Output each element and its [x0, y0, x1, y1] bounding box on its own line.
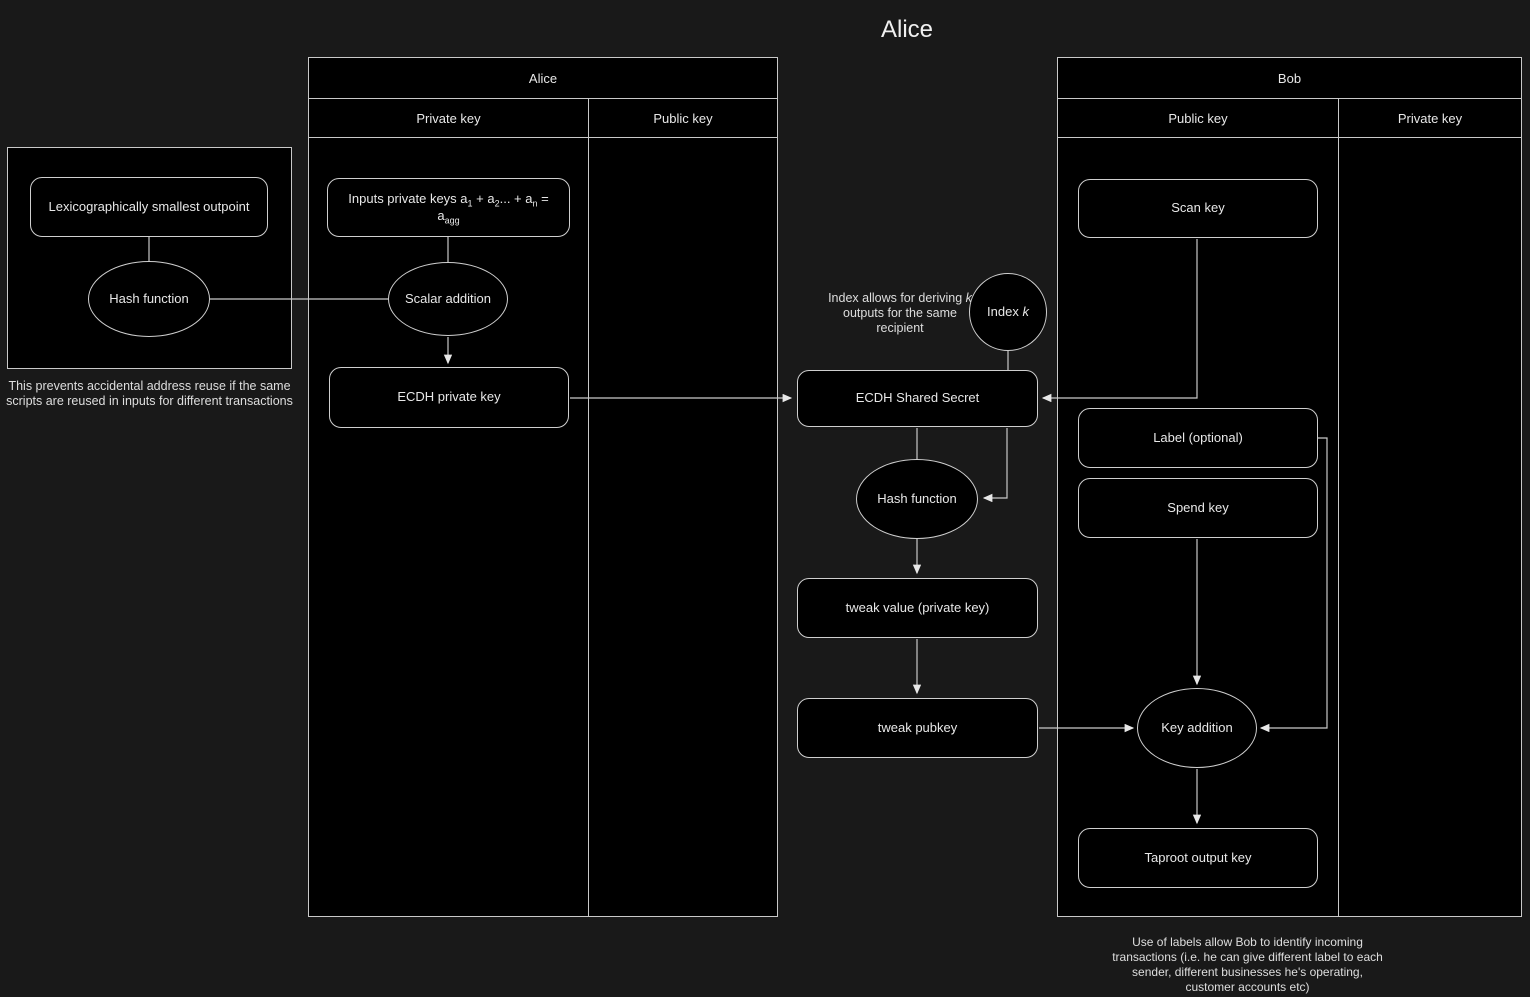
edge-secret-to-hash-side	[982, 428, 1008, 503]
labels-caption: Use of labels allow Bob to identify inco…	[1112, 935, 1383, 994]
page-title: Alice	[880, 16, 934, 43]
alice-private-key-column-header: Private key	[309, 99, 589, 137]
alice-public-key-column-header: Public key	[653, 110, 713, 126]
bob-private-key-column-header: Private key	[1397, 110, 1463, 126]
node-hash-function-middle: Hash function	[856, 459, 978, 539]
node-key-addition: Key addition	[1137, 688, 1257, 768]
edge-label-to-keyaddition	[1259, 437, 1328, 733]
node-ecdh-private-key: ECDH private key	[329, 367, 569, 428]
node-taproot-output-key: Taproot output key	[1078, 828, 1318, 888]
node-lexicographically-smallest-outpoint: Lexicographically smallest outpoint	[30, 177, 268, 237]
node-label-optional: Label (optional)	[1078, 408, 1318, 468]
node-ecdh-shared-secret: ECDH Shared Secret	[797, 370, 1038, 427]
bob-swimlane-title: Bob	[1058, 58, 1521, 99]
edge-scankey-to-secret	[1041, 239, 1198, 403]
bob-column-divider	[1338, 138, 1339, 916]
node-spend-key: Spend key	[1078, 478, 1318, 538]
node-inputs-private-keys: Inputs private keys a1 + a2... + an = aa…	[327, 178, 570, 237]
outpoint-caption: This prevents accidental address reuse i…	[6, 379, 293, 408]
index-annotation: Index allows for deriving k outputs for …	[828, 291, 972, 335]
node-index-k: Index k	[969, 273, 1047, 351]
node-scalar-addition: Scalar addition	[388, 262, 508, 336]
alice-swimlane-title: Alice	[309, 58, 777, 99]
node-scan-key: Scan key	[1078, 179, 1318, 238]
node-tweak-value-private-key: tweak value (private key)	[797, 578, 1038, 638]
node-hash-function-left: Hash function	[88, 261, 210, 337]
bob-public-key-column-header: Public key	[1058, 99, 1339, 137]
node-tweak-pubkey: tweak pubkey	[797, 698, 1038, 758]
alice-column-divider	[588, 138, 589, 916]
